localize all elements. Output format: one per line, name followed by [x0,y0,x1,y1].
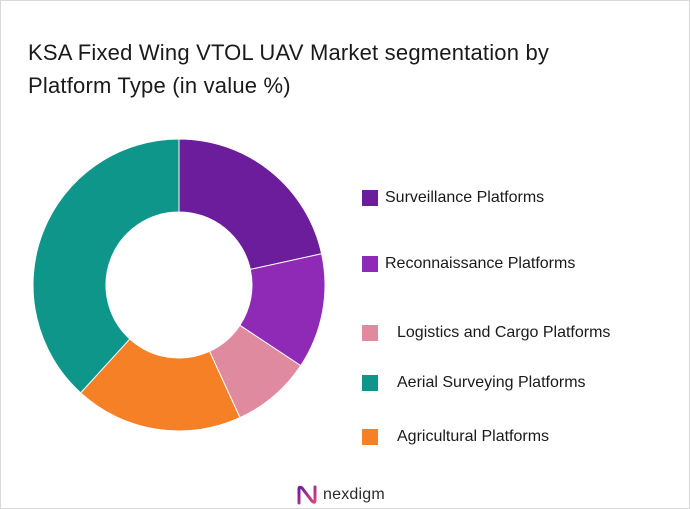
legend-label-aerial-surveying: Aerial Surveying Platforms [397,374,586,391]
legend-item-agricultural: Agricultural Platforms [362,426,549,448]
legend-label-reconnaissance: Reconnaissance Platforms [385,255,576,272]
legend-label-agricultural: Agricultural Platforms [397,428,550,445]
legend-label-logistics: Logistics and Cargo Platforms [397,324,611,341]
donut-slice-aerial-surveying [32,138,180,394]
legend-item-logistics: Logistics and Cargo Platforms [362,322,610,344]
logo-text: nexdigm [323,486,385,503]
legend-swatch-surveillance [362,190,378,206]
donut-slice-agricultural [79,338,241,432]
legend-item-aerial-surveying: Aerial Surveying Platforms [362,372,586,394]
legend-label-surveillance: Surveillance Platforms [385,189,545,206]
donut-slice-surveillance [178,138,323,270]
legend-swatch-agricultural [362,429,378,445]
legend-item-reconnaissance: Reconnaissance Platforms [362,253,575,275]
legend-swatch-logistics [362,325,378,341]
chart-title: KSA Fixed Wing VTOL UAV Market segmentat… [28,40,550,98]
legend-item-surveillance: Surveillance Platforms [362,187,544,209]
nexdigm-logo: nexdigm [296,481,385,509]
legend-swatch-aerial-surveying [362,375,378,391]
legend-swatch-reconnaissance [362,256,378,272]
nexdigm-logo-icon [297,485,317,505]
